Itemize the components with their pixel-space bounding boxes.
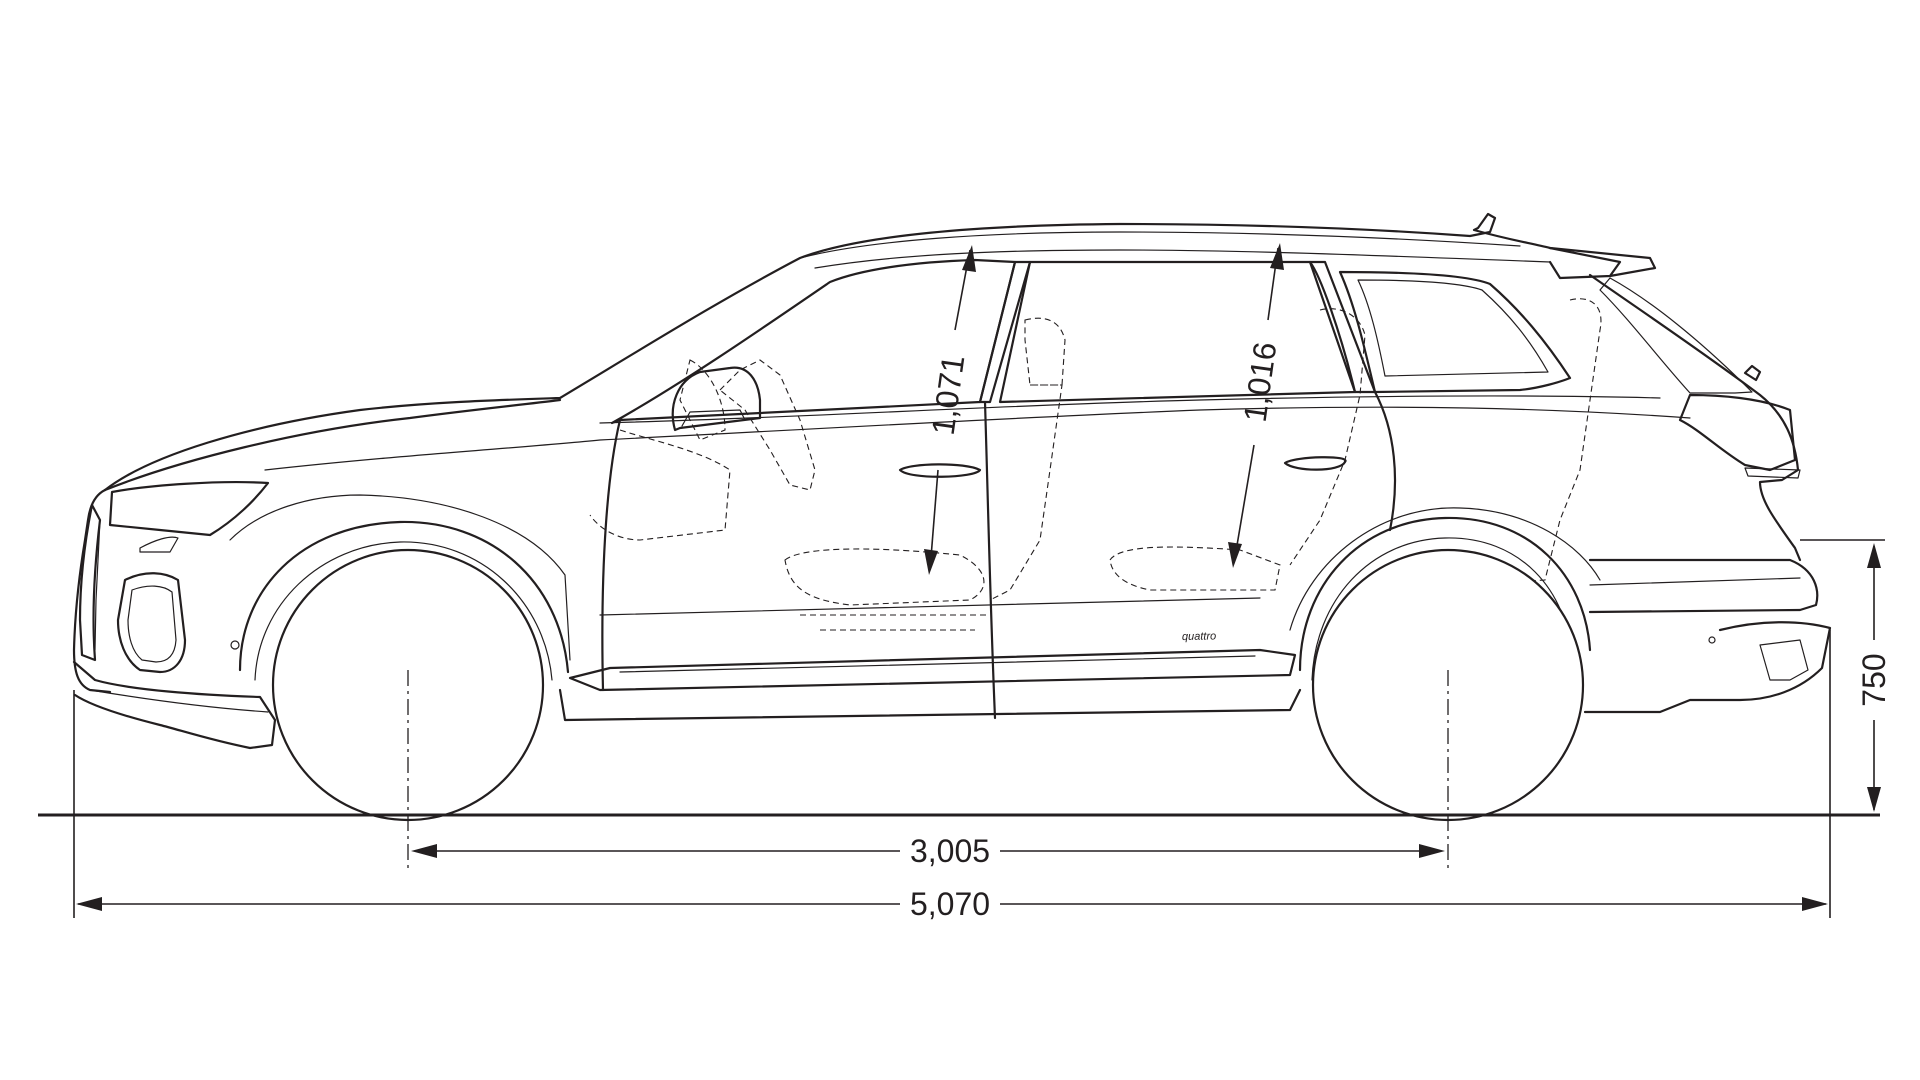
front-nose (72, 488, 112, 694)
front-grille-inner (94, 519, 101, 651)
front-headroom-arrow-top (962, 245, 976, 272)
front-seat-headrest (1024, 317, 1066, 386)
front-wheel-arch (238, 520, 570, 674)
parking-sensor-rear (1708, 636, 1716, 644)
front-side-marker (230, 640, 240, 650)
hood-line (103, 398, 562, 492)
front-air-intake (116, 572, 187, 674)
rear-headroom-arrow-bottom (1228, 542, 1242, 568)
rear-bumper (1588, 558, 1819, 614)
rear-door-handle (1283, 456, 1347, 471)
shoulder-line (264, 406, 1691, 471)
rear-height-dimension: 750 (1800, 539, 1892, 812)
quattro-badge: quattro (1182, 630, 1216, 643)
rear-window (1599, 277, 1753, 394)
front-door-handle (898, 463, 982, 478)
quarter-window (1338, 270, 1572, 394)
front-seat-rail (800, 614, 990, 631)
rear-headroom-label: 1,016 (1237, 340, 1284, 424)
dash-outline (589, 429, 731, 541)
side-mirror (671, 366, 762, 432)
roof-rail-lower (814, 249, 1551, 269)
rear-bumper-line (1589, 577, 1801, 586)
rear-spoiler (1548, 246, 1622, 280)
front-door-window (610, 258, 1017, 425)
rear-height-label: 750 (1856, 653, 1892, 706)
roof-outline (103, 212, 1657, 492)
dimension-annotations: 3,005 5,070 750 1,071 (73, 243, 1892, 922)
rear-headroom-line-bottom (1233, 444, 1255, 564)
rear-door-window (998, 260, 1357, 404)
front-fender-flare (229, 494, 571, 661)
rear-wheel-arch-inner (1311, 537, 1573, 681)
rear-headroom-dimension: 1,016 (1228, 243, 1284, 568)
rear-stop-light (1743, 364, 1762, 382)
rear-hatch (1588, 273, 1802, 562)
front-air-intake-inner (127, 585, 177, 663)
overall-length-label: 5,070 (910, 886, 990, 922)
wheels (271, 548, 1585, 870)
steering-wheel (679, 359, 726, 441)
height-arrow-bottom (1867, 787, 1881, 812)
rear-fender-flare (1289, 507, 1601, 631)
rear-diffuser (1583, 621, 1832, 714)
front-wheel-arch-inner (254, 541, 553, 681)
roof-rail (799, 231, 1521, 259)
rear-wheel-arch (1298, 516, 1592, 672)
overall-length-dimension: 5,070 (76, 886, 1828, 922)
third-row-seat (1369, 298, 1602, 591)
rear-seat-back (1289, 308, 1366, 566)
front-splitter (89, 689, 269, 713)
car-side-profile: quattro (72, 212, 1832, 750)
rear-door-cutline (1373, 390, 1397, 532)
rear-seat-cushion (1109, 546, 1281, 591)
wheelbase-dimension: 3,005 (411, 833, 1445, 869)
length-arrow-left (76, 897, 102, 911)
beltline-upper (599, 395, 1661, 424)
side-sill-trim (619, 655, 1256, 673)
front-door-cutline (601, 418, 622, 692)
rear-headroom-arrow-top (1270, 243, 1284, 270)
front-bumper-lower (72, 660, 277, 750)
wheelbase-arrow-right (1419, 844, 1445, 858)
headlight (108, 481, 270, 537)
quarter-window-inner (1357, 279, 1549, 377)
center-door-cutline (983, 400, 997, 720)
lower-character-line (599, 597, 1261, 616)
front-seat-cushion (784, 548, 985, 606)
b-pillar (978, 260, 1032, 404)
front-grille (78, 503, 102, 662)
front-headroom-label: 1,071 (925, 353, 972, 437)
side-sill (568, 648, 1297, 692)
height-arrow-top (1867, 543, 1881, 568)
wheelbase-arrow-left (411, 844, 437, 858)
side-mirror-base (681, 409, 746, 427)
tail-lamp-strip (1744, 467, 1801, 479)
headlight-drl (139, 536, 179, 553)
tail-lamp (1678, 393, 1797, 472)
length-arrow-right (1802, 897, 1828, 911)
rocker-panel (558, 688, 1302, 722)
front-seat-back-2 (989, 384, 1063, 601)
exhaust-outline (1759, 639, 1809, 681)
front-headroom-dimension: 1,071 (924, 245, 976, 575)
interior-seats (589, 298, 1602, 631)
wheelbase-label: 3,005 (910, 833, 990, 869)
front-headroom-arrow-bottom (924, 549, 938, 575)
front-seat-back (719, 359, 816, 491)
